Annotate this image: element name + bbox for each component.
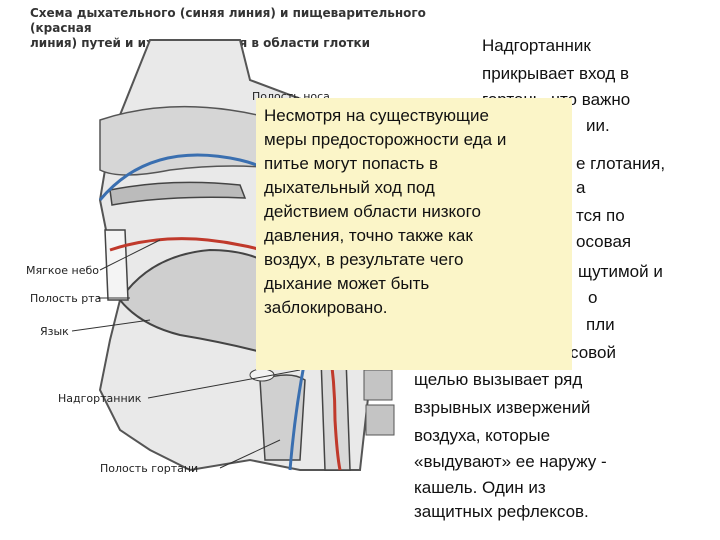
overlay-line: давления, точно также как [264, 226, 473, 245]
text-line: е глотания, [576, 154, 666, 173]
larynx-shape [259, 374, 306, 461]
leader-line [147, 369, 301, 399]
text-line: щелью вызывает ряд [414, 370, 583, 389]
text-line: «выдувают» ее наружу - [414, 452, 607, 471]
overlay-line: питье могут попасть в [264, 154, 439, 173]
figure-title-line: Схема дыхательного (синяя линия) и пищев… [30, 6, 426, 35]
vertebra [363, 369, 393, 401]
label-larynx-cavity: Полость гортани [100, 462, 199, 475]
text-line: прикрывает вход в [482, 64, 630, 83]
overlay-line: меры предосторожности еда и [264, 130, 507, 149]
text-line: пли [586, 315, 615, 334]
text-line: щутимой и [578, 262, 663, 281]
text-line: ии. [586, 116, 610, 135]
overlay-line: дыхание может быть [264, 274, 430, 293]
label-oral-cavity: Полость рта [30, 292, 102, 305]
overlay-line: дыхательный ход под [264, 178, 435, 197]
text-line: осовая [576, 232, 632, 251]
palate-shape [109, 181, 247, 206]
label-soft-palate: Мягкое небо [26, 264, 99, 277]
leader-line [99, 239, 161, 271]
text-line: тся по [576, 206, 625, 225]
label-epiglottis: Надгортанник [58, 392, 142, 405]
text-line: воздуха, которые [414, 426, 551, 445]
text-line: совой [570, 343, 616, 362]
text-line: Надгортанник [482, 36, 591, 55]
overlay-line: действием области низкого [264, 202, 481, 221]
text-line: а [576, 178, 586, 197]
overlay-line: заблокировано. [264, 298, 388, 317]
label-tongue: Язык [40, 325, 69, 338]
text-line: взрывных извержений [414, 398, 591, 417]
text-line: защитных рефлексов. [414, 502, 589, 521]
vertebra [365, 404, 395, 436]
overlay-line: воздух, в результате чего [264, 250, 464, 269]
text-line: о [588, 288, 598, 307]
leader-line [219, 439, 281, 469]
text-line: кашель. Один из [414, 478, 546, 497]
teeth-shape [104, 229, 129, 301]
overlay-line: Несмотря на существующие [264, 106, 489, 125]
right-text-panel: Надгортанник прикрывает вход в гортань, … [410, 30, 690, 521]
leader-line [71, 319, 151, 332]
overlay-note: Несмотря на существующие меры предосторо… [256, 98, 572, 370]
